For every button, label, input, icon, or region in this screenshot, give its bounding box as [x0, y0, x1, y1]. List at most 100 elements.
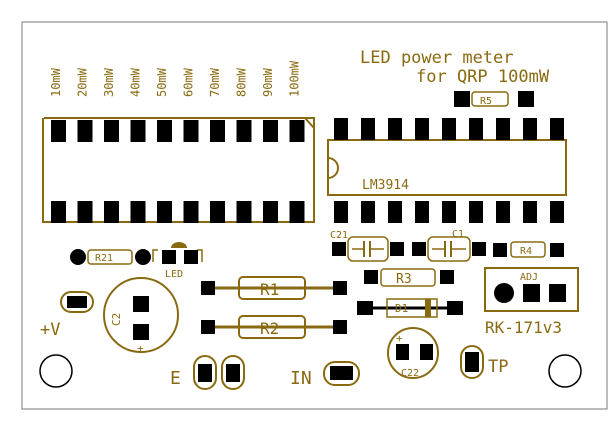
r1-pad [333, 281, 347, 295]
led-dome [171, 242, 187, 248]
resistor-r3: R3 [364, 268, 454, 287]
mounting-hole [39, 354, 73, 388]
d1-pad [447, 301, 463, 315]
ic-pad [523, 201, 537, 223]
c2-outline [103, 277, 179, 353]
r2-pad [201, 320, 215, 334]
c22-pad [420, 344, 433, 360]
ground-pad [226, 364, 240, 382]
c1-pad [472, 242, 486, 256]
scale-label: 70mW [208, 67, 222, 97]
r4-body [510, 241, 546, 258]
input-label: IN [290, 368, 312, 389]
r1-label: R1 [260, 280, 279, 299]
bargraph-pad [289, 201, 305, 223]
ic-pad [442, 118, 456, 140]
r21-pad [70, 249, 86, 265]
scale-label: 40mW [129, 67, 143, 97]
ic-pad [334, 118, 348, 140]
c2-pad [133, 324, 149, 340]
ic-pad [550, 201, 564, 223]
scale-label: 60mW [182, 67, 196, 97]
bargraph-pad [77, 120, 93, 142]
ic-pad [469, 118, 483, 140]
board-title-line2: for QRP 100mW [416, 67, 550, 87]
ic-pad [469, 201, 483, 223]
led-outline [152, 249, 203, 262]
r2-label: R2 [260, 319, 279, 338]
c21-label: C21 [330, 230, 348, 241]
ic-pad [523, 118, 537, 140]
resistor-r2: R2 [201, 315, 347, 339]
input-terminal: IN [290, 361, 360, 389]
r3-pad [440, 270, 454, 284]
c2-plus-mark: + [137, 342, 144, 355]
bargraph-pad [183, 201, 199, 223]
c2-pad [133, 296, 149, 312]
supply-pad-ring [60, 291, 94, 313]
bargraph-outline [42, 117, 315, 223]
c22-plus-mark: + [396, 332, 403, 345]
testpoint-label: TP [488, 357, 508, 377]
adj-label: ADJ [520, 272, 538, 283]
ic-lm3914: LM3914 [327, 118, 567, 223]
bargraph-pad [51, 120, 66, 142]
ic-pad [361, 118, 375, 140]
bargraph-pad [104, 120, 119, 142]
r1-pad [201, 281, 215, 295]
led-label: LED [165, 269, 183, 280]
r4-pad [493, 243, 507, 257]
c22-outline [387, 327, 439, 379]
input-pad [330, 366, 353, 380]
c21-pad [332, 242, 346, 256]
r1-body [238, 276, 306, 300]
r3-label: R3 [396, 272, 412, 287]
scale-label: 30mW [102, 67, 116, 97]
scale-label: 90mW [261, 67, 275, 97]
capacitor-c22: + C22 [387, 327, 439, 379]
ic-pad [550, 118, 564, 140]
ground-pad [198, 364, 212, 382]
bargraph-pad [157, 120, 172, 142]
r21-label: R21 [95, 253, 113, 264]
trimmer-adj: ADJ RK-171v3 [484, 267, 579, 337]
led-pad [184, 250, 198, 264]
bargraph-pad [236, 120, 252, 142]
scale-label: 20mW [76, 67, 90, 97]
ic-pad [361, 201, 375, 223]
adj-outline [484, 267, 579, 312]
testpoint-pad [465, 352, 479, 372]
bargraph-pad [289, 120, 305, 142]
supply-pad [67, 296, 87, 308]
ic-pad [415, 201, 429, 223]
mounting-hole [548, 354, 582, 388]
d1-pad [357, 301, 373, 315]
capacitor-c2: C2 + [103, 277, 179, 355]
r5-body [471, 91, 509, 107]
r3-body [380, 268, 436, 287]
capacitor-c21: C21 [330, 230, 404, 262]
r21-pad [135, 249, 151, 265]
adj-pad [523, 284, 540, 302]
c1-body [427, 236, 471, 262]
ic-pad [334, 201, 348, 223]
resistor-r1: R1 [201, 276, 347, 300]
supply-label: +V [40, 320, 60, 340]
adj-pad [549, 284, 566, 302]
bargraph-pad [236, 201, 252, 223]
ground-terminal: E [170, 355, 245, 390]
ic-pad [388, 118, 402, 140]
adj-pad [494, 283, 514, 303]
bargraph-pad [77, 201, 93, 223]
bargraph-pad [263, 201, 278, 223]
r5-label: R5 [480, 96, 492, 107]
r4-pad [550, 243, 564, 257]
c2-label: C2 [110, 313, 123, 326]
bargraph-display [42, 117, 315, 223]
scale-label: 100mW [288, 60, 302, 97]
r21-body [87, 249, 133, 265]
ic-notch [327, 157, 339, 179]
c21-pad [390, 242, 404, 256]
bargraph-pad [104, 201, 119, 223]
